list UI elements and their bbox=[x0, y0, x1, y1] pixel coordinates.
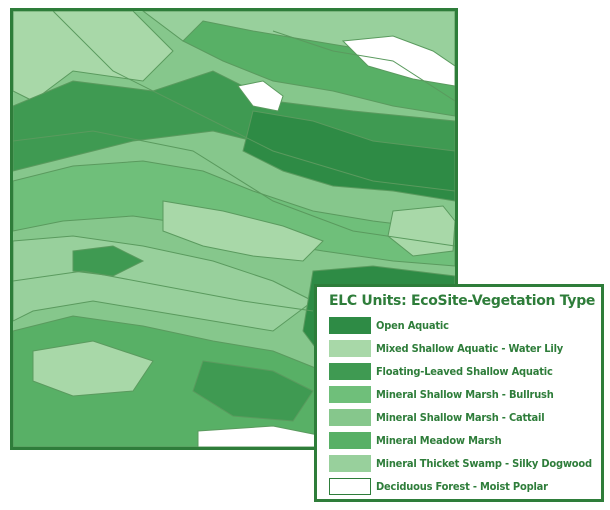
legend-item: Deciduous Forest - Moist Poplar bbox=[329, 476, 593, 496]
legend-item: Mineral Meadow Marsh bbox=[329, 430, 593, 450]
legend-title: ELC Units: EcoSite-Vegetation Type bbox=[329, 293, 596, 309]
map-polygon bbox=[192, 360, 314, 422]
legend-label: Mineral Thicket Swamp - Silky Dogwood bbox=[376, 456, 592, 470]
legend-item: Open Aquatic bbox=[329, 315, 593, 335]
legend-items: Open Aquatic Mixed Shallow Aquatic - Wat… bbox=[329, 315, 593, 496]
legend-label: Mixed Shallow Aquatic - Water Lily bbox=[376, 341, 564, 355]
legend-label: Floating-Leaved Shallow Aquatic bbox=[376, 364, 553, 378]
legend-item: Mixed Shallow Aquatic - Water Lily bbox=[329, 338, 593, 358]
legend-label: Open Aquatic bbox=[376, 318, 449, 332]
map-polygon bbox=[242, 110, 455, 202]
legend-label: Mineral Shallow Marsh - Cattail bbox=[376, 410, 545, 424]
map-polygon bbox=[162, 200, 324, 262]
map-polygon bbox=[182, 20, 455, 117]
map-polygon bbox=[237, 80, 284, 112]
legend-swatch bbox=[329, 477, 371, 495]
map-polygons bbox=[13, 11, 455, 447]
map-boundary bbox=[272, 30, 455, 102]
map-boundary bbox=[13, 130, 455, 247]
legend-swatch bbox=[329, 339, 371, 357]
legend-swatch bbox=[329, 431, 371, 449]
legend-item: Mineral Shallow Marsh - Bullrush bbox=[329, 384, 593, 404]
legend-item: Mineral Shallow Marsh - Cattail bbox=[329, 407, 593, 427]
map-polygon bbox=[32, 340, 154, 397]
legend-label: Mineral Shallow Marsh - Bullrush bbox=[376, 387, 554, 401]
legend-swatch bbox=[329, 385, 371, 403]
legend-swatch bbox=[329, 454, 371, 472]
map-legend: ELC Units: EcoSite-Vegetation Type Open … bbox=[314, 284, 604, 502]
legend-swatch bbox=[329, 362, 371, 380]
map-polygon bbox=[13, 11, 174, 102]
legend-label: Deciduous Forest - Moist Poplar bbox=[376, 479, 548, 493]
legend-label: Mineral Meadow Marsh bbox=[376, 433, 502, 447]
map-boundary bbox=[13, 270, 314, 312]
legend-item: Mineral Thicket Swamp - Silky Dogwood bbox=[329, 453, 593, 473]
map-polygon bbox=[341, 35, 455, 87]
legend-item: Floating-Leaved Shallow Aquatic bbox=[329, 361, 593, 381]
map-polygon bbox=[72, 245, 145, 277]
legend-swatch bbox=[329, 316, 371, 334]
map-boundary bbox=[52, 11, 455, 192]
vegetation-map bbox=[10, 8, 458, 450]
legend-swatch bbox=[329, 408, 371, 426]
